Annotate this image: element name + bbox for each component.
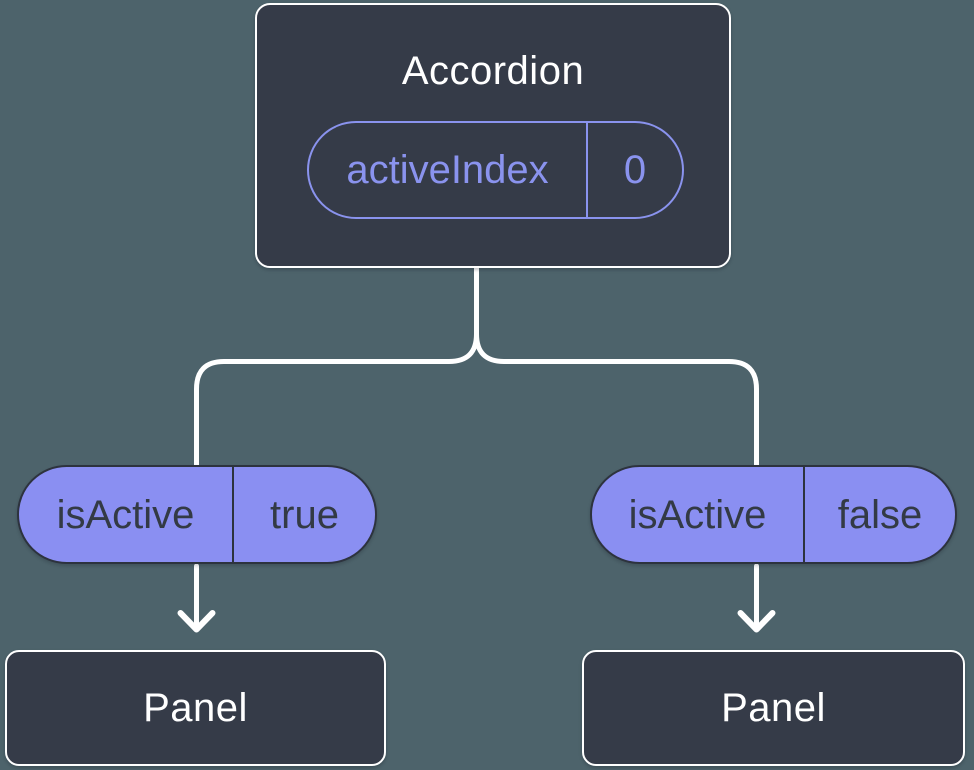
prop-value: true bbox=[270, 492, 339, 537]
state-name: activeIndex bbox=[346, 148, 549, 192]
prop-name: isActive bbox=[56, 492, 195, 537]
pill-divider bbox=[803, 467, 805, 562]
state-value: 0 bbox=[623, 148, 647, 192]
panel-node-right: Panel bbox=[582, 650, 965, 766]
prop-value: false bbox=[837, 492, 923, 537]
prop-name: isActive bbox=[628, 492, 767, 537]
prop-pill-is-active-false: isActive false bbox=[590, 465, 957, 564]
pill-divider bbox=[586, 123, 588, 217]
arrow-down-icon-left bbox=[177, 563, 216, 633]
branch-connector-left bbox=[194, 265, 479, 469]
pill-divider bbox=[232, 467, 234, 562]
panel-node-label: Panel bbox=[143, 686, 248, 730]
arrow-down-icon-right bbox=[737, 563, 776, 633]
panel-node-label: Panel bbox=[721, 686, 826, 730]
prop-pill-is-active-true: isActive true bbox=[17, 465, 377, 564]
accordion-node: Accordion activeIndex 0 bbox=[255, 3, 731, 268]
panel-node-left: Panel bbox=[5, 650, 386, 766]
accordion-node-label: Accordion bbox=[401, 49, 585, 93]
branch-connector-right bbox=[474, 265, 759, 469]
state-pill: activeIndex 0 bbox=[307, 121, 684, 219]
